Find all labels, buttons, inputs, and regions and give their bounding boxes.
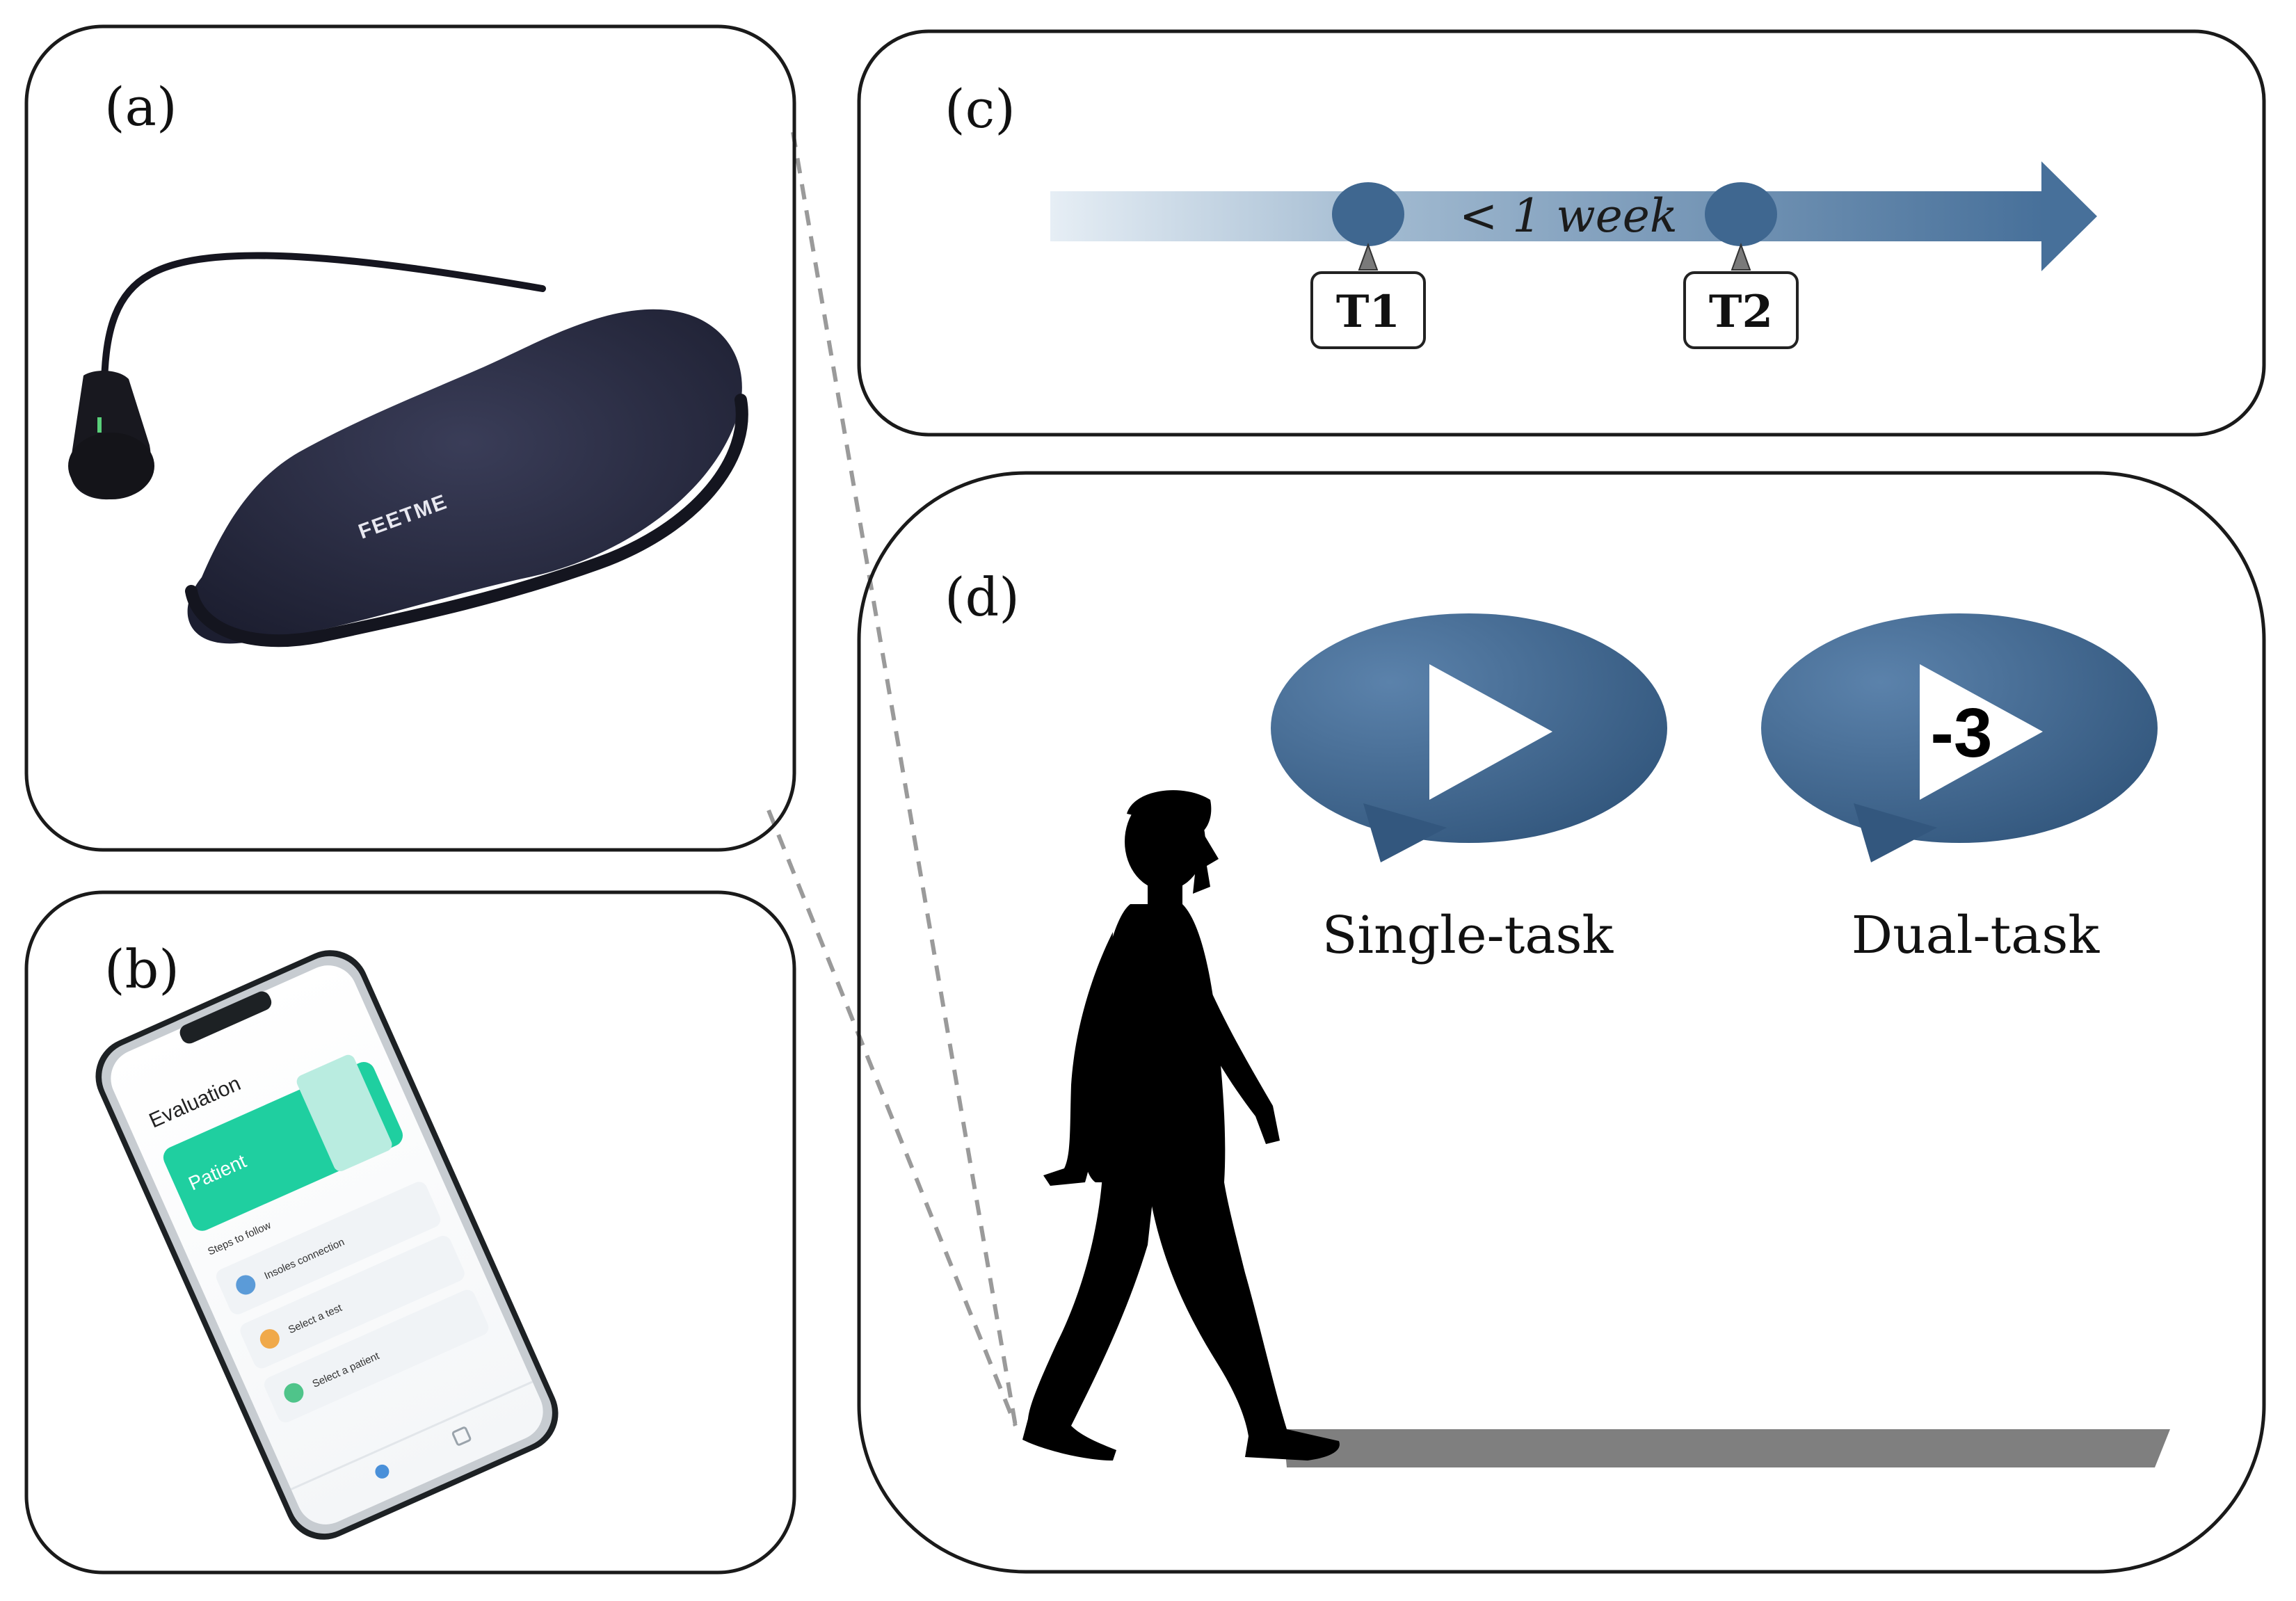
play-icon — [1920, 664, 2043, 800]
panel-b-label: (b) — [104, 938, 179, 1000]
person-face — [1193, 828, 1219, 894]
connector-line-bottom — [766, 809, 1018, 1427]
person-hair — [1127, 790, 1212, 831]
timepoint-label: T1 — [1336, 286, 1400, 338]
test-icon — [259, 1329, 280, 1349]
sensor-led — [97, 417, 102, 433]
app-step-row — [264, 1289, 489, 1423]
dual-task-label: Dual-task — [1852, 906, 2101, 965]
timepoint-box — [1683, 271, 1799, 349]
panel-a-label: (a) — [104, 76, 177, 138]
timepoint-pointer — [1358, 243, 1379, 271]
connector-line-top — [791, 131, 1018, 1426]
tab-history-icon — [451, 1426, 472, 1446]
speech-bubble-tail — [1854, 803, 1937, 862]
timepoint-t1: T1 — [1310, 182, 1426, 349]
timepoint-t2: T2 — [1683, 182, 1799, 349]
panel-c-border — [857, 29, 2266, 437]
dual-task-bubble: -3 — [1761, 613, 2158, 862]
person-arm-front — [1193, 974, 1280, 1144]
panel-a-border — [24, 24, 796, 852]
timepoint-label: T2 — [1709, 286, 1773, 338]
timeline-arrowhead — [2041, 161, 2097, 271]
speech-bubble-tail — [1363, 803, 1447, 862]
phone-notch — [179, 991, 272, 1044]
dual-task-number: -3 — [1931, 694, 1993, 772]
person-leg-front — [1148, 1182, 1340, 1461]
insole-shape — [187, 309, 742, 644]
person-leg-back — [1022, 1175, 1155, 1461]
tab-home-icon — [375, 1464, 390, 1479]
app-step-row — [216, 1182, 441, 1314]
walking-person-icon — [1022, 790, 1340, 1461]
sensor-cable — [101, 252, 546, 393]
smartphone-icon: Evaluation Patient Steps to follow Insol… — [95, 950, 559, 1540]
panel-a: (a) FEETME — [24, 24, 796, 852]
app-step-row — [240, 1235, 465, 1369]
timeline-shaft — [1050, 191, 2045, 241]
timeline-arrow — [1050, 161, 2097, 271]
panel-d-border — [857, 471, 2266, 1574]
single-task-bubble — [1271, 613, 1667, 862]
panel-c: (c) < 1 week T1 T2 — [857, 29, 2266, 437]
timepoint-marker — [1332, 182, 1404, 246]
panel-b-border — [24, 890, 796, 1575]
insole-sensor-icon: FEETME — [68, 252, 748, 647]
play-icon — [1429, 664, 1552, 800]
panel-d-label: (d) — [945, 566, 1020, 628]
app-tab-divider — [290, 1381, 533, 1490]
walkway — [1283, 1429, 2170, 1467]
timepoint-pointer — [1731, 243, 1751, 271]
sensor-pod-base — [68, 433, 154, 499]
person-torso — [1081, 904, 1226, 1182]
timepoint-box — [1310, 271, 1426, 349]
panel-d: (d) Single-task -3 Dual-task — [857, 471, 2266, 1574]
insole-rim — [185, 394, 748, 647]
panel-b: (b) Evaluation Patient Steps to follow I… — [24, 890, 796, 1575]
wifi-icon — [236, 1275, 256, 1295]
interval-label: < 1 week — [1459, 189, 1678, 243]
patient-icon — [284, 1383, 304, 1403]
single-task-label: Single-task — [1322, 906, 1614, 965]
person-arm-back — [1043, 932, 1113, 1186]
timepoint-marker — [1705, 182, 1777, 246]
app-card-illustration — [296, 1054, 392, 1172]
panel-c-label: (c) — [945, 78, 1015, 140]
connector-lines — [766, 131, 1018, 1427]
